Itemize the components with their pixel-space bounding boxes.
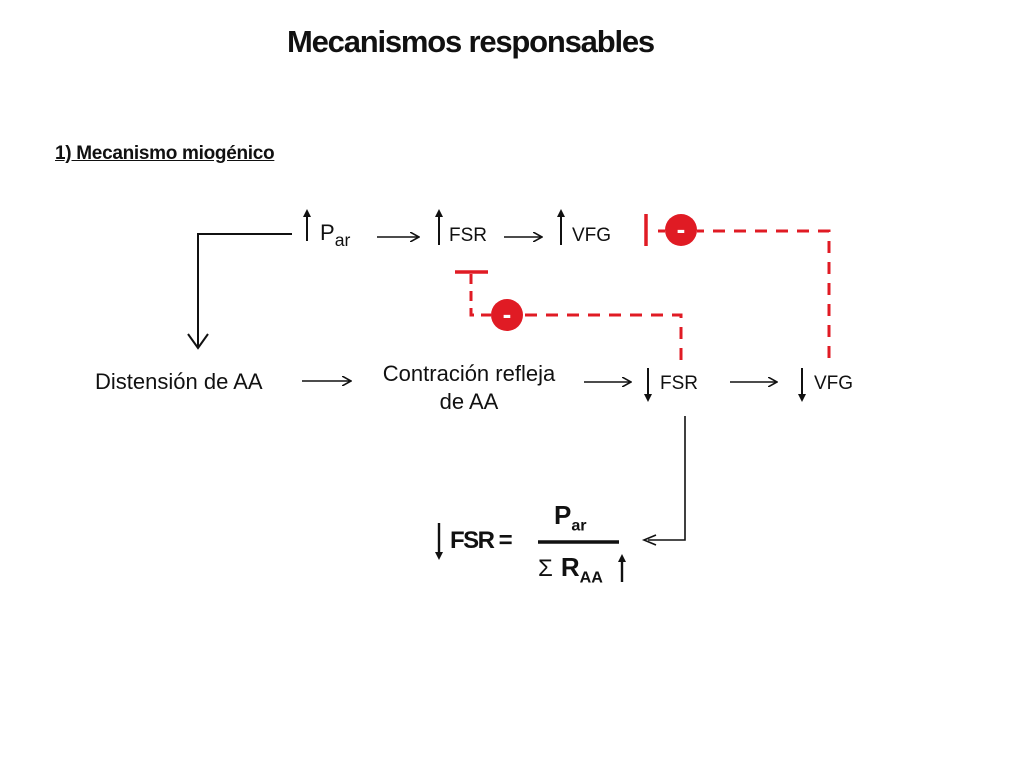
bottom-fsr-label: FSR (660, 373, 698, 394)
top-fsr-label: FSR (449, 225, 487, 246)
section-heading: 1) Mecanismo miogénico (55, 143, 275, 164)
distension-label: Distensión de AA (95, 369, 263, 394)
minus-badge-middle: - (491, 299, 523, 331)
contraccion-line2: de AA (439, 389, 499, 414)
contraccion-label: Contración refleja de AA (358, 361, 580, 415)
minus-badge-top: - (665, 214, 697, 246)
feedback-line-vfg (697, 229, 831, 358)
top-p-sub: ar (334, 230, 351, 251)
equation-connector (648, 416, 686, 541)
top-p-main: P (320, 220, 335, 245)
equation-denominator-main: R (560, 552, 580, 582)
feedback-line-fsr-left (469, 274, 491, 317)
left-arrow-icon (641, 534, 657, 546)
sigma-symbol: Σ (538, 555, 553, 582)
equation-numerator: Par (554, 500, 587, 535)
equation-denominator-sub: AA (579, 568, 603, 587)
equation-lhs: FSR = (450, 527, 513, 554)
top-vfg-label: VFG (572, 225, 612, 246)
equation-numerator-main: P (554, 500, 572, 530)
loop-connector (197, 233, 292, 346)
down-arrow-icon (187, 333, 209, 350)
contraccion-line1: Contración refleja (382, 361, 556, 386)
bottom-vfg-label: VFG (814, 373, 854, 394)
feedback-line-fsr (523, 313, 683, 360)
equation-numerator-sub: ar (571, 516, 587, 535)
page-title: Mecanismos responsables (287, 24, 655, 59)
top-p-label: Par (320, 220, 350, 251)
